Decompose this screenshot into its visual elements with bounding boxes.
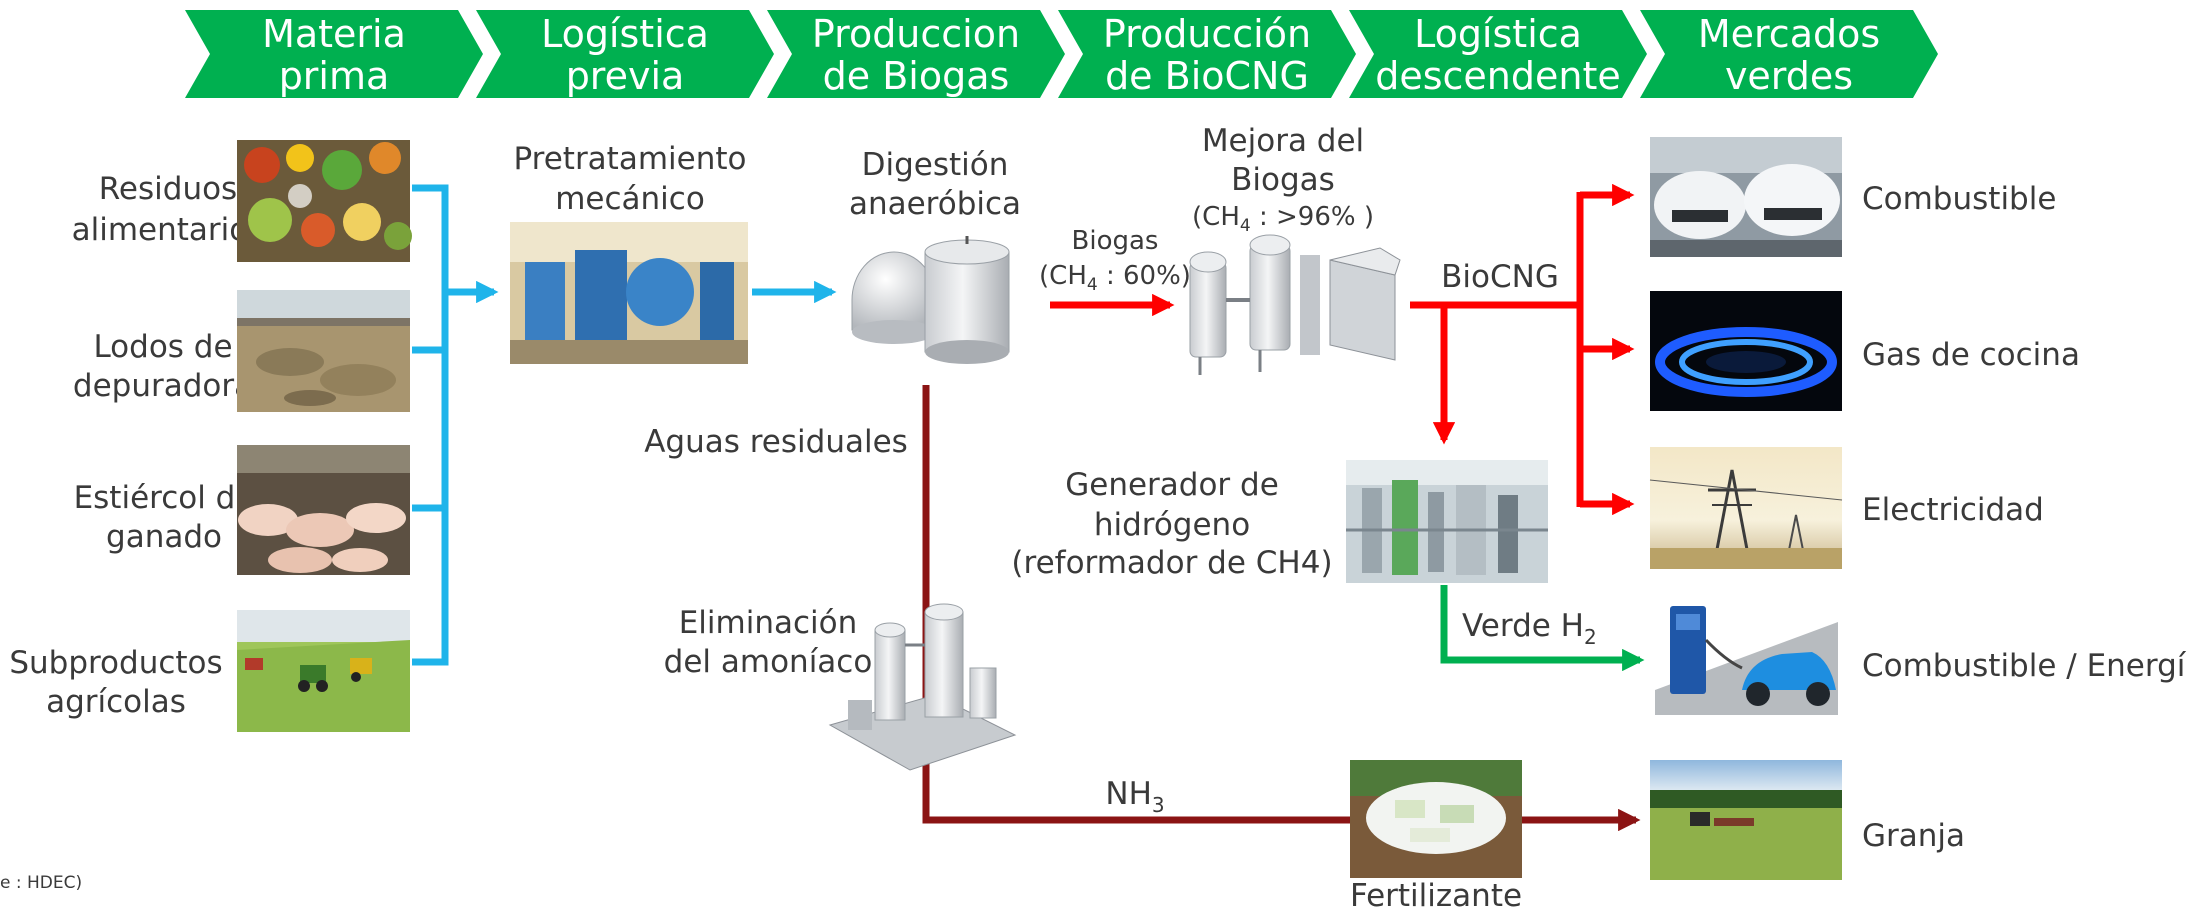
stage-label-line2: prima: [279, 54, 390, 98]
hydrogen-car-illustration: [1655, 606, 1838, 715]
feedstock-label: Estiércol de: [74, 480, 255, 516]
market-label: Gas de cocina: [1862, 337, 2080, 373]
feedstock-column: Residuos alimentarios Lodos de depurador…: [9, 140, 412, 732]
upgrading-label: Mejora del: [1202, 123, 1364, 159]
fertilizer-node: Fertilizante: [1350, 760, 1522, 911]
ammonia-stripping-plant-icon: [828, 603, 1017, 771]
biogas-label: Biogas: [1072, 226, 1159, 256]
stage-chevron-downstream-logistics: Logística descendente: [1349, 10, 1647, 98]
market-label: Combustible / Energía: [1862, 648, 2187, 684]
feedstock-label: depuradora: [73, 368, 253, 404]
stage-label-line1: Mercados: [1698, 12, 1880, 56]
stage-chevron-raw-material: Materia prima: [185, 10, 483, 98]
stage-chevron-upstream-logistics: Logística previa: [476, 10, 774, 98]
pretreatment-label: mecánico: [555, 181, 705, 217]
stage-label-line1: Logística: [541, 12, 709, 56]
stage-label-line2: de BioCNG: [1105, 54, 1309, 98]
stage-label-line2: descendente: [1375, 54, 1621, 98]
market-label: Granja: [1862, 818, 1965, 854]
reformer-plant-photo: [1346, 460, 1548, 583]
fertilizer-label: Fertilizante: [1350, 878, 1522, 911]
upgrading-label: Biogas: [1231, 162, 1335, 198]
farm-tractor-photo: [1650, 760, 1842, 880]
digestion-label: anaeróbica: [849, 186, 1021, 222]
digester-tanks-icon: [851, 236, 1010, 364]
anaerobic-digestion-node: Digestión anaeróbica: [849, 147, 1021, 364]
power-tower-photo: [1649, 447, 1843, 569]
sewage-sludge-photo: [237, 290, 410, 412]
feedstock-label: ganado: [106, 519, 222, 555]
gas-flame-photo: [1650, 291, 1842, 411]
stage-label-line2: previa: [566, 54, 685, 98]
stage-label-line1: Materia: [262, 12, 406, 56]
feedstock-label: Residuos: [99, 171, 237, 207]
fertilizer-bags-photo: [1350, 760, 1522, 878]
green-h2-label: Verde H2: [1462, 608, 1597, 649]
cars-photo: [1650, 137, 1842, 257]
markets-column: Combustible Gas de cocina Electricidad C…: [1649, 137, 2187, 880]
livestock-pigs-photo: [237, 445, 410, 575]
feedstock-collector-arrow: [412, 184, 499, 666]
stage-chevron-green-markets: Mercados verdes: [1640, 10, 1938, 98]
stage-label-line1: Produccion: [812, 12, 1020, 56]
source-note: e : HDEC): [0, 873, 82, 893]
stage-label-line2: de Biogas: [823, 54, 1010, 98]
ammonia-removal-node: Eliminación del amoníaco: [664, 603, 1017, 771]
feedstock-label: alimentarios: [72, 212, 265, 248]
feedstock-label: Subproductos: [9, 645, 222, 681]
pretreatment-node: Pretratamiento mecánico: [510, 141, 748, 364]
stage-chevron-biocng-production: Producción de BioCNG: [1058, 10, 1356, 98]
stage-label-line1: Producción: [1103, 12, 1311, 56]
green-hydrogen-arrow: Verde H2: [1440, 585, 1645, 672]
biogas-upgrading-node: Mejora del Biogas (CH4 : >96% ): [1189, 123, 1401, 375]
wastewater-branch: Aguas residuales NH3: [644, 385, 1641, 832]
biocng-label: BioCNG: [1441, 259, 1559, 295]
pretreatment-plant-photo: [510, 222, 748, 364]
feedstock-label: agrícolas: [46, 684, 186, 720]
market-label: Electricidad: [1862, 492, 2044, 528]
wastewater-label: Aguas residuales: [644, 424, 908, 460]
upgrading-composition: (CH4 : >96% ): [1192, 202, 1374, 236]
digestion-label: Digestión: [862, 147, 1009, 183]
food-waste-photo: [237, 140, 412, 262]
biocng-distribution-arrows: BioCNG: [1410, 183, 1635, 516]
agricultural-field-photo: [237, 610, 410, 732]
biogas-composition: (CH4 : 60%): [1039, 261, 1191, 295]
feedstock-label: Lodos de: [93, 329, 232, 365]
ammonia-removal-label: del amoníaco: [664, 644, 873, 680]
hydrogen-generator-label: hidrógeno: [1094, 507, 1250, 543]
hydrogen-generator-label: (reformador de CH4): [1011, 545, 1332, 581]
hydrogen-generator-node: Generador de hidrógeno (reformador de CH…: [1011, 460, 1548, 583]
stage-header-row: Materia prima Logística previa Produccio…: [185, 10, 1938, 98]
stage-label-line2: verdes: [1725, 54, 1853, 98]
hydrogen-generator-label: Generador de: [1065, 467, 1279, 503]
stage-label-line1: Logística: [1414, 12, 1582, 56]
ammonia-removal-label: Eliminación: [679, 605, 858, 641]
upgrading-unit-icon: [1189, 234, 1401, 375]
pretreatment-label: Pretratamiento: [514, 141, 747, 177]
nh3-label: NH3: [1105, 776, 1164, 817]
stage-chevron-biogas-production: Produccion de Biogas: [767, 10, 1065, 98]
market-label: Combustible: [1862, 181, 2056, 217]
